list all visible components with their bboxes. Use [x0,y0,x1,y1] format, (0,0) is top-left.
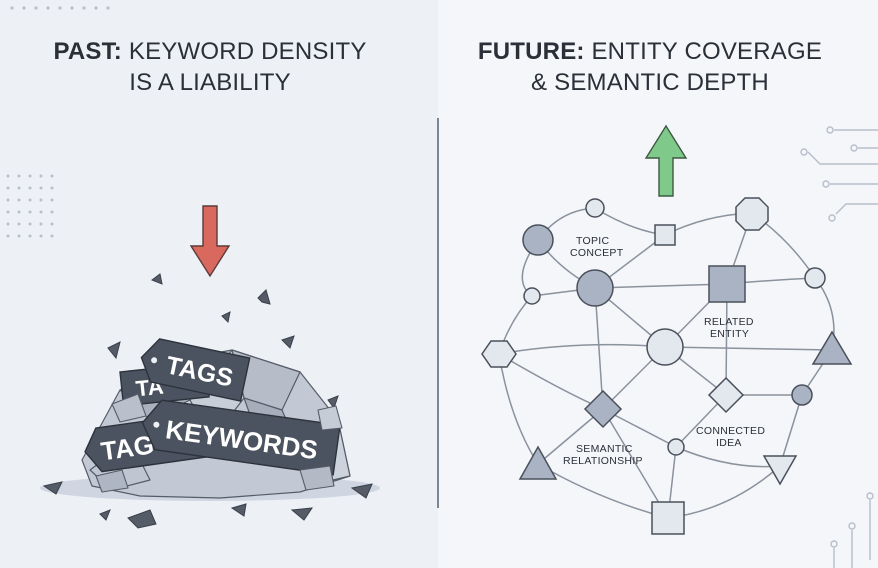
tag-keywords: KEYWORDS [141,399,341,476]
label-connected-1: CONNECTED [696,425,765,437]
up-arrow-icon [644,124,688,197]
label-topic-1: TOPIC [576,235,610,247]
past-heading-line1: KEYWORD DENSITY [122,38,367,65]
past-heading: PAST: KEYWORD DENSITY IS A LIABILITY [0,36,420,98]
tag-keywords-body [141,399,341,476]
node-circle-e [791,384,813,406]
node-circle-c [804,267,826,289]
node-semantic-diamond [583,389,623,429]
node-central [646,328,684,366]
up-arrow-shape [644,124,688,197]
tag-keywords-hole [153,421,160,428]
future-heading: FUTURE: ENTITY COVERAGE & SEMANTIC DEPTH [440,36,860,98]
node-octagon [735,197,769,231]
node-hexagon [481,340,517,368]
node-square-a [654,224,676,246]
future-heading-line1: ENTITY COVERAGE [584,38,823,65]
node-connected-diamond [707,376,745,414]
network-labels: TOPIC CONCEPT RELATED ENTITY CONNECTED I… [563,235,765,467]
node-circle-f [667,438,685,456]
label-topic-2: CONCEPT [570,247,624,259]
rubble-chunks [95,393,343,493]
node-triangle-right [811,330,853,365]
debris-shards [42,273,373,529]
node-topic-concept [576,269,614,307]
future-panel [438,0,878,568]
panel-divider [437,118,439,508]
node-circle-d [523,287,541,305]
label-semantic-1: SEMANTIC [576,443,633,455]
label-semantic-2: RELATIONSHIP [563,455,643,467]
network-nodes [481,197,853,535]
down-arrow-icon [189,205,231,278]
down-arrow-shape [189,205,231,278]
past-heading-line2: IS A LIABILITY [129,69,291,96]
circuit-decoration [800,126,878,568]
tag-tags-hole [151,357,158,364]
node-square-bottom [651,501,685,535]
node-circle-a [522,224,554,256]
node-circle-b [585,198,605,218]
future-heading-line2: & SEMANTIC DEPTH [531,69,769,96]
past-heading-prefix: PAST: [53,38,122,65]
tag-tags: TAGS [140,338,251,402]
tag-tags-body [140,338,251,402]
node-triangle-left [518,445,558,480]
node-triangle-down [762,455,798,486]
decorative-dot-grid [6,174,54,238]
tag-tag-text: TAG [99,429,156,466]
label-related-1: RELATED [704,316,754,328]
label-related-2: ENTITY [710,328,749,340]
decorative-dots-top [10,6,110,10]
node-related-entity [708,265,746,303]
label-connected-2: IDEA [716,437,742,449]
future-heading-prefix: FUTURE: [477,38,585,65]
